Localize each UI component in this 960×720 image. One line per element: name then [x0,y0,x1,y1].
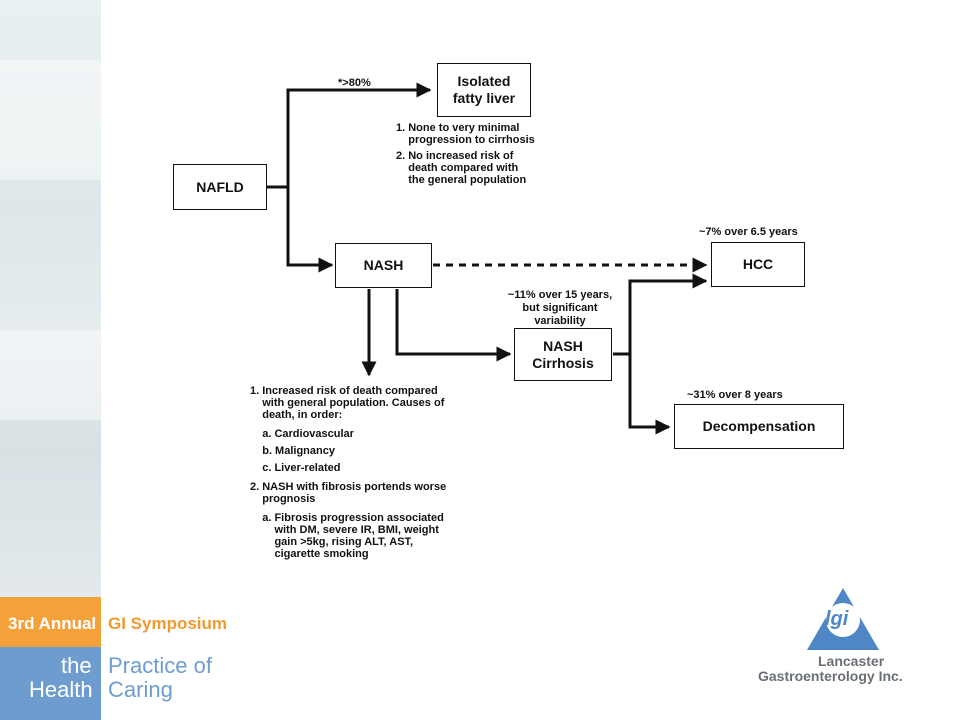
nash-note-line: with DM, severe IR, BMI, weight [250,524,439,536]
isolated-note-line: progression to cirrhosis [396,134,535,146]
brand-the-text: the [61,653,92,678]
node-nash-cirrhosis: NASH Cirrhosis [514,328,612,381]
label-decomp-rate: ~31% over 8 years [687,389,783,401]
sidebar-light-band [0,330,101,420]
sidebar-background [0,0,101,597]
brand-annual-text: 3rd Annual [8,614,97,633]
nash-note-line: prognosis [250,493,316,505]
edge-to-nash [286,187,334,273]
node-decompensation: Decompensation [674,404,844,449]
nash-note-line: with general population. Causes of [250,397,445,409]
logo-name-line2: Gastroenterology Inc. [758,668,903,684]
node-isolated-label-line1: Isolated [457,73,511,89]
banner-blue [0,647,101,720]
nash-note-line: 2. NASH with fibrosis portends worse [250,481,447,493]
sidebar-light-band [0,60,101,180]
node-cirrhosis-label-line1: NASH [543,337,583,354]
node-isolated-fatty-liver: Isolated fatty liver [437,63,531,117]
label-cirrhosis-rate-line2: but significant [522,302,598,314]
brand-health-text: Health [29,677,93,702]
isolated-note-line: death compared with [396,162,519,174]
isolated-note-line: 1. None to very minimal [396,122,520,134]
brand-symposium-text: GI Symposium [108,614,228,633]
brand-caring-text: Caring [108,677,173,702]
lgi-logo-icon [807,588,879,650]
logo-name-line1: Lancaster [818,653,885,669]
edge-to-hcc [628,273,708,354]
label-cirrhosis-rate-line3: variability [534,315,586,327]
nash-note-line: gain >5kg, rising ALT, AST, [250,536,414,548]
node-nafld-label: NAFLD [196,178,244,195]
nash-note-line: 1. Increased risk of death compared [250,385,438,397]
label-hcc-rate: ~7% over 6.5 years [699,226,798,238]
node-decompensation-label: Decompensation [702,418,816,434]
node-nash: NASH [335,243,432,288]
node-hcc-label: HCC [742,256,774,272]
nash-note-line: c. Liver-related [250,462,341,474]
isolated-note-line: the general population [396,174,527,186]
node-cirrhosis-label-line2: Cirrhosis [532,354,594,371]
isolated-note-line: 2. No increased risk of [396,150,514,162]
node-hcc: HCC [711,242,805,287]
nash-note-line: b. Malignancy [250,445,335,457]
edge-to-isolated [286,82,432,187]
banner-orange [0,597,101,647]
node-nafld: NAFLD [173,164,267,210]
nash-note-line: death, in order: [250,409,343,421]
edge-to-decomp [628,354,671,435]
node-nash-label: NASH [363,257,404,273]
node-isolated-label-line2: fatty liver [452,90,516,106]
label-isolated-percent: *>80% [338,77,371,89]
brand-practice-text: Practice of [108,653,212,678]
nash-note-line: a. Fibrosis progression associated [250,512,444,524]
label-cirrhosis-rate-line1: ~11% over 15 years, [507,289,613,301]
nash-note-line: cigarette smoking [250,548,369,560]
edge-nash-cirrhosis [395,289,512,362]
lgi-monogram: lgi [825,608,849,630]
nash-note-line: a. Cardiovascular [250,428,354,440]
